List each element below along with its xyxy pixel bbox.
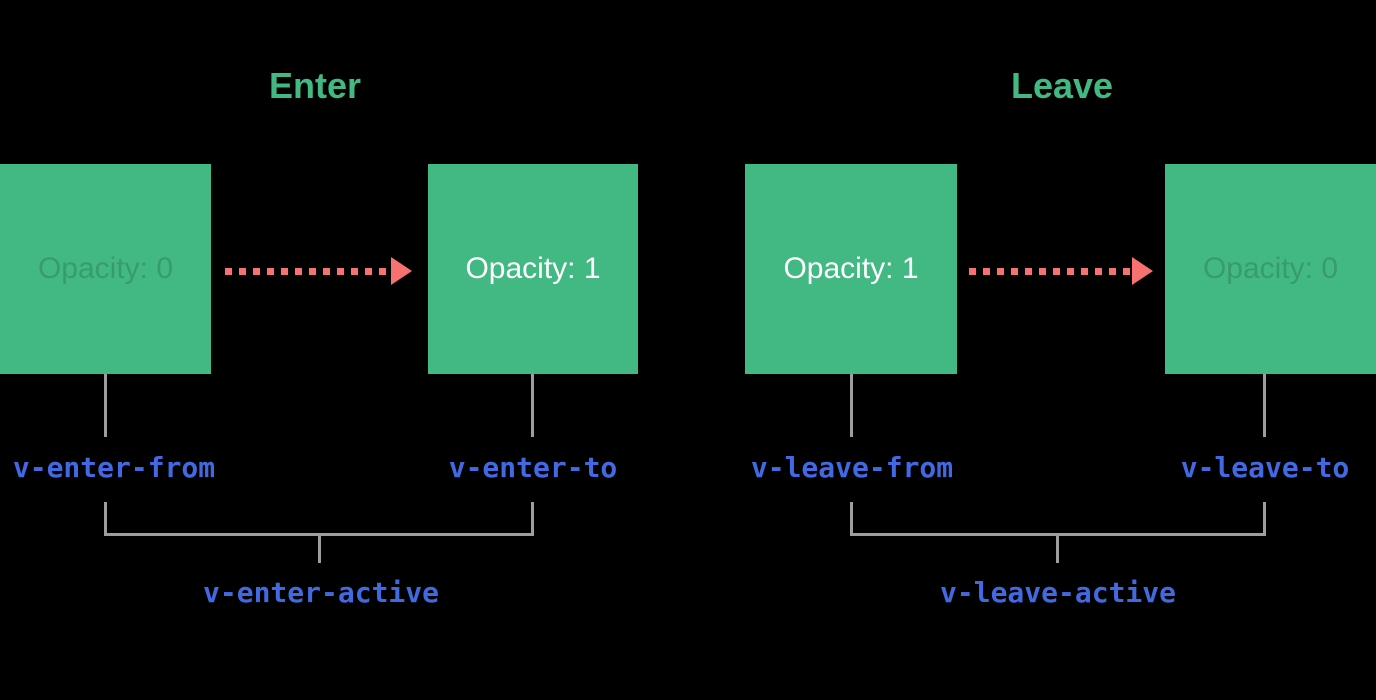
- bracket-bar: [850, 533, 1266, 536]
- enter-to-class-label: v-enter-to: [448, 451, 618, 484]
- enter-from-connector-line: [104, 374, 107, 437]
- bracket-left-stub: [850, 502, 853, 534]
- leave-to-opacity-text: Opacity: 0: [1202, 252, 1339, 285]
- bracket-left-stub: [104, 502, 107, 534]
- leave-to-connector-line: [1263, 374, 1266, 437]
- arrow-dash-line: [969, 268, 1133, 275]
- enter-to-box: Opacity: 1: [428, 164, 638, 374]
- arrow-head-icon: [391, 257, 412, 285]
- bracket-right-stub: [1263, 502, 1266, 534]
- bracket-right-stub: [531, 502, 534, 534]
- leave-from-opacity-text: Opacity: 1: [783, 252, 919, 285]
- bracket-center-stub: [1056, 536, 1059, 563]
- enter-to-connector-line: [531, 374, 534, 437]
- enter-section-title: Enter: [268, 65, 362, 106]
- bracket-center-stub: [318, 536, 321, 563]
- enter-to-opacity-text: Opacity: 1: [465, 252, 601, 285]
- enter-active-class-label: v-enter-active: [202, 576, 440, 609]
- leave-active-class-label: v-leave-active: [939, 576, 1177, 609]
- bracket-bar: [104, 533, 534, 536]
- arrow-head-icon: [1132, 257, 1153, 285]
- leave-from-box: Opacity: 1: [745, 164, 957, 374]
- leave-to-box: Opacity: 0: [1165, 164, 1376, 374]
- arrow-dash-line: [225, 268, 392, 275]
- enter-from-opacity-text: Opacity: 0: [37, 252, 174, 285]
- leave-to-class-label: v-leave-to: [1180, 451, 1350, 484]
- leave-from-class-label: v-leave-from: [750, 451, 954, 484]
- leave-from-connector-line: [850, 374, 853, 437]
- leave-section-title: Leave: [1010, 65, 1114, 106]
- enter-from-class-label: v-enter-from: [12, 451, 216, 484]
- enter-from-box: Opacity: 0: [0, 164, 211, 374]
